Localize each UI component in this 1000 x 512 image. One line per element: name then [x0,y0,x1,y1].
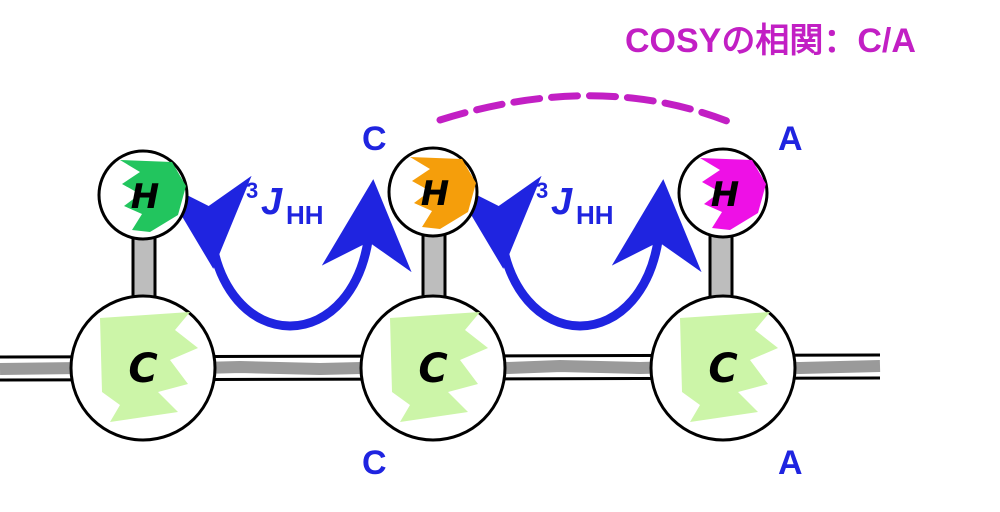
cosy-correlation-arc [436,92,736,127]
coupling-subscript-right: HH [576,200,614,230]
label-middle-bottom: C [362,444,387,482]
label-right-top: A [778,120,803,158]
coupling-symbol-left: J [261,181,283,223]
coupling-arrow-left [161,175,412,331]
carbon-atom-left: C [69,294,217,442]
carbon-symbol-middle: C [418,346,447,392]
coupling-superscript-right: 3 [536,178,548,203]
coupling-arrow-right [451,175,702,331]
coupling-symbol-right: J [551,181,573,223]
hydrogen-atom-left: H [97,149,189,241]
carbon-symbol-left: C [128,346,157,392]
coupling-subscript-left: HH [286,200,324,230]
hydrogen-atom-right: H [677,147,769,239]
ch-bonds [131,230,734,310]
hydrogen-atom-middle: H [387,146,479,238]
coupling-superscript-left: 3 [246,178,258,203]
label-middle-top: C [362,120,387,158]
hydrogen-symbol-left: H [131,177,159,217]
hydrogen-symbol-middle: H [421,174,449,214]
carbon-symbol-right: C [708,346,737,392]
hydrogen-symbol-right: H [711,175,739,215]
diagram-title: COSYの相関：C/A [625,22,916,60]
carbon-atom-right: C [649,294,797,442]
label-right-bottom: A [778,444,803,482]
carbon-atom-middle: C [359,294,507,442]
